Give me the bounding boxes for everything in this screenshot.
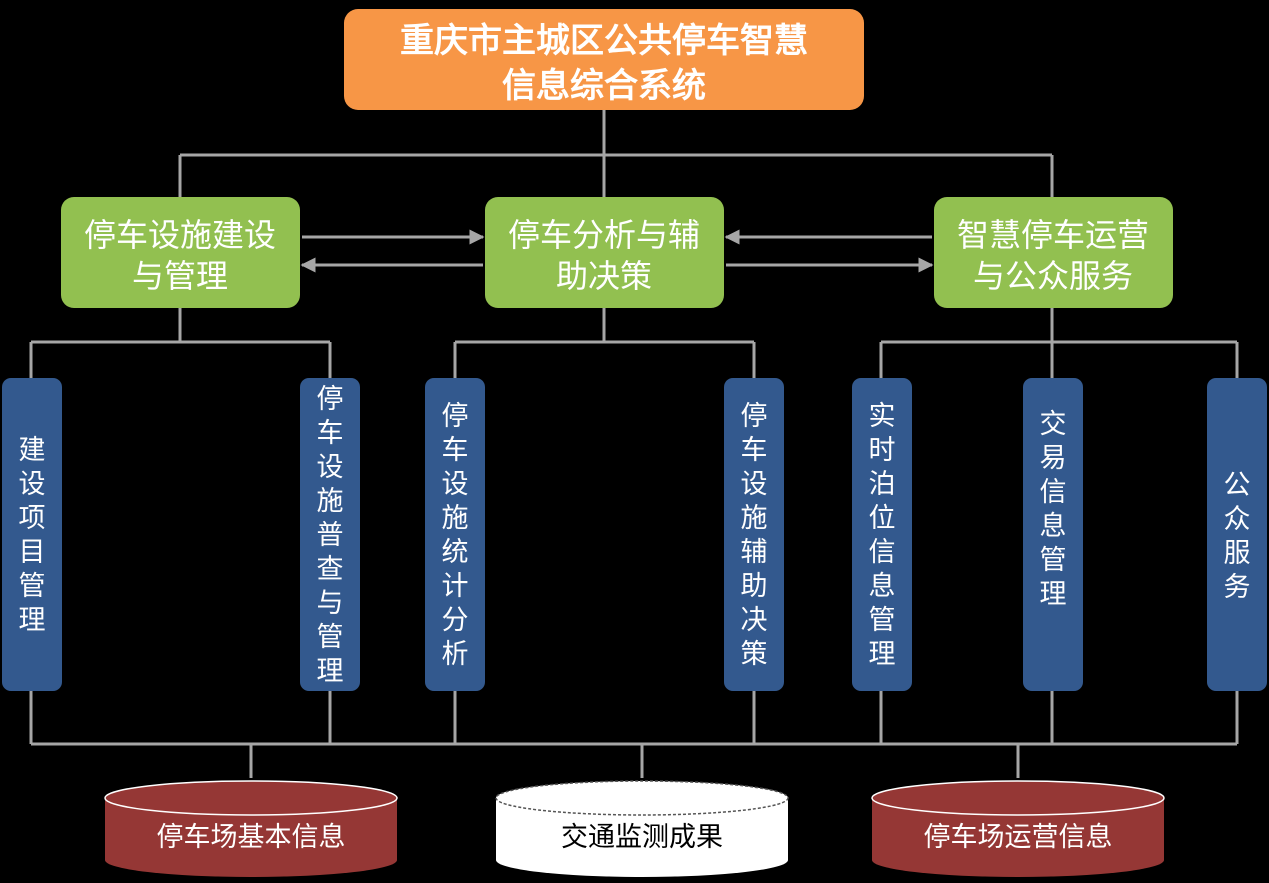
- root-title-line-1: 重庆市主城区公共停车智慧: [400, 21, 808, 61]
- function-4-label: 停车设施辅助决策: [741, 401, 768, 670]
- module-2-line-1: 停车分析与辅: [508, 216, 700, 254]
- function-7-label: 公众服务: [1224, 470, 1251, 603]
- database-3-label: 停车场运营信息: [924, 822, 1113, 853]
- function-3-label: 停车设施统计分析: [442, 401, 469, 670]
- database-parking-operation-info: 停车场运营信息: [871, 780, 1165, 877]
- function-transaction-info: 交易信息管理: [1023, 378, 1083, 691]
- connector-module-2-bus: [453, 308, 756, 378]
- function-public-service: 公众服务: [1207, 378, 1267, 691]
- connector-to-databases: [249, 744, 1020, 778]
- database-parking-basic-info: 停车场基本信息: [104, 780, 398, 877]
- database-1-label: 停车场基本信息: [157, 822, 346, 853]
- function-facility-decision: 停车设施辅助决策: [724, 378, 784, 691]
- module-2-line-2: 助决策: [556, 257, 652, 295]
- function-1-label: 建设项目管理: [19, 435, 46, 636]
- database-2-label: 交通监测成果: [561, 822, 723, 853]
- module-parking-analysis: 停车分析与辅 助决策: [485, 197, 724, 308]
- module-3-line-1: 智慧停车运营: [957, 216, 1149, 254]
- connector-lines: [29, 110, 1239, 778]
- module-1-line-1: 停车设施建设: [84, 216, 276, 254]
- connector-module-3-bus: [879, 308, 1239, 378]
- root-title-line-2: 信息综合系统: [502, 66, 706, 106]
- function-realtime-berth: 实时泊位信息管理: [852, 378, 912, 691]
- module-1-line-2: 与管理: [132, 257, 228, 295]
- connector-functions-bus: [29, 690, 1239, 746]
- function-2-label: 停车设施普查与管理: [317, 384, 344, 687]
- root-system-node: 重庆市主城区公共停车智慧 信息综合系统: [344, 9, 864, 110]
- function-facility-census: 停车设施普查与管理: [300, 378, 360, 691]
- module-3-line-2: 与公众服务: [973, 257, 1133, 295]
- database-traffic-monitoring: 交通监测成果: [495, 780, 789, 877]
- connector-module-1-bus: [29, 308, 332, 378]
- function-5-label: 实时泊位信息管理: [869, 401, 896, 670]
- function-construction-project: 建设项目管理: [2, 378, 62, 691]
- module-smart-operation: 智慧停车运营 与公众服务: [934, 197, 1173, 308]
- function-6-label: 交易信息管理: [1040, 409, 1067, 610]
- function-facility-statistics: 停车设施统计分析: [425, 378, 485, 691]
- module-facility-construction: 停车设施建设 与管理: [61, 197, 300, 308]
